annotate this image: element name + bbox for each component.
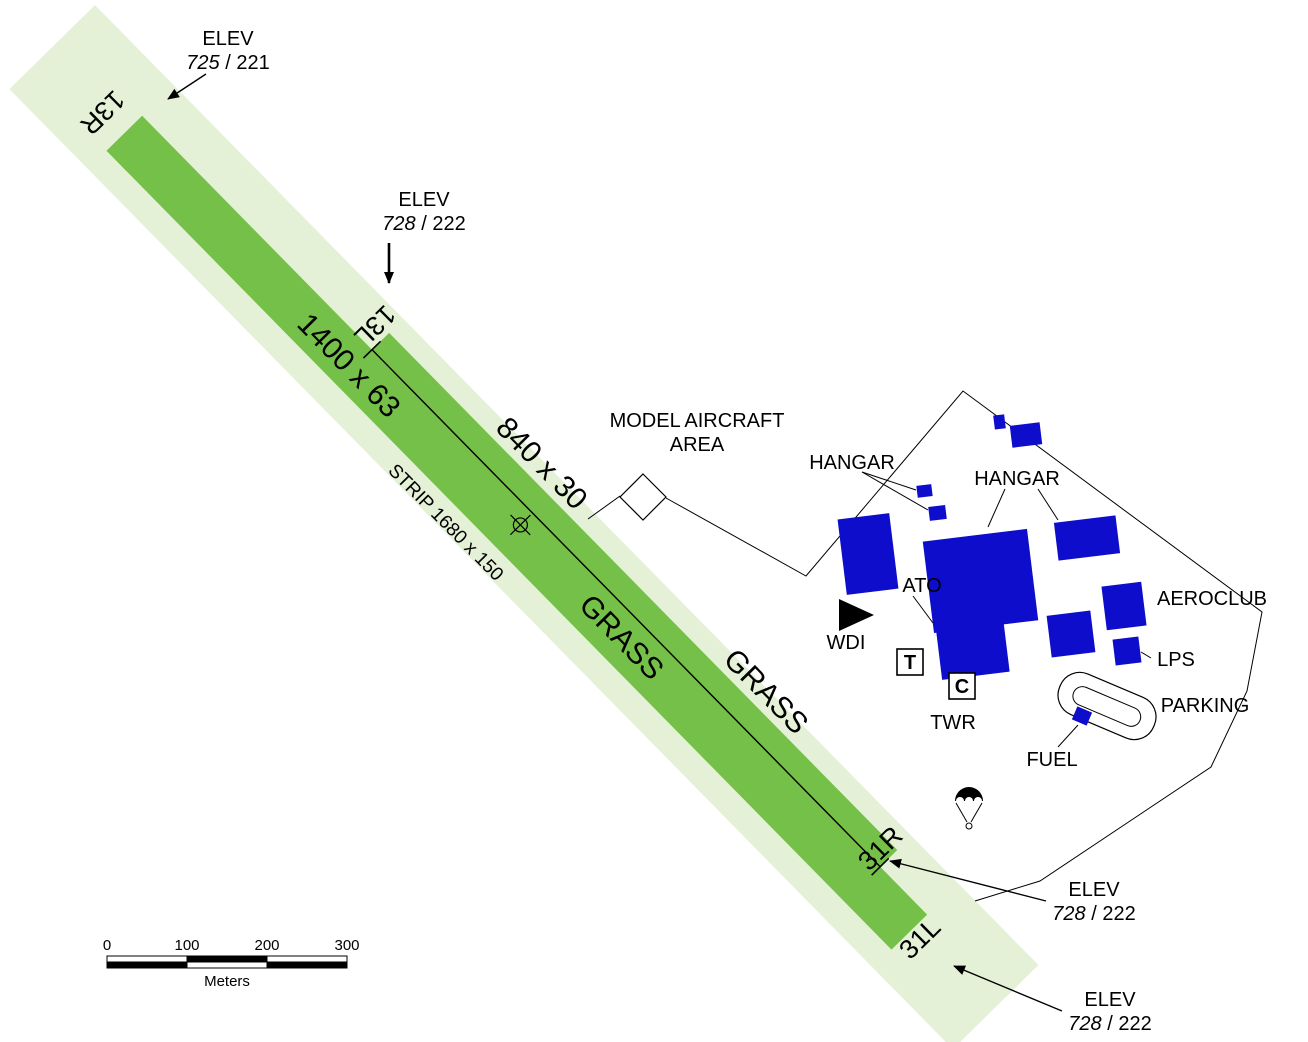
hangar-west-leader-1 [861, 471, 917, 491]
wdi-label: WDI [827, 632, 866, 654]
elev-31r-label: ELEV [1068, 879, 1120, 901]
ato-label: ATO [902, 575, 941, 597]
hangar-west-label: HANGAR [809, 452, 895, 474]
elev-13r-arrow [167, 73, 207, 100]
lps-label: LPS [1157, 649, 1195, 671]
elev-31r-feet: 728 [1052, 903, 1085, 925]
hangar-east-leader-2 [1037, 488, 1059, 521]
scale-tick-300: 300 [334, 937, 359, 954]
hangar-east-label: HANGAR [974, 468, 1060, 490]
elev-13l-feet: 728 [382, 213, 415, 235]
threshold-tick-13l [362, 340, 382, 359]
scale-bar-segment-bottom-right [267, 962, 347, 968]
twr-label: TWR [930, 712, 976, 734]
parking-label: PARKING [1161, 695, 1250, 717]
scale-tick-0: 0 [103, 937, 111, 954]
small-building-a [916, 484, 933, 498]
main-hangar-building-south [934, 608, 1010, 680]
mid-building [1046, 610, 1096, 658]
elev-13r-label: ELEV [202, 28, 254, 50]
scale-bar-segment-top [187, 956, 267, 962]
hangar-east-building [1053, 515, 1121, 561]
threshold-tick-31r [871, 857, 890, 876]
aerodrome-boundary [665, 390, 1263, 902]
elev-31l-arrow [953, 965, 1063, 1012]
elev-13r-meters: 221 [236, 52, 269, 74]
c-box-label: C [955, 676, 969, 698]
main-hangar-building-north [922, 528, 1039, 633]
elev-31l-label: ELEV [1084, 989, 1136, 1011]
buildings-group [837, 414, 1147, 680]
runway-strip-group: 13R 13L 31R 31L 1400 x 63 840 x 30 GRASS… [9, 5, 1039, 1042]
scale-unit-label: Meters [204, 973, 250, 990]
parking-loop [1057, 671, 1157, 741]
elev-31r-value: 728 / 222 [1052, 903, 1135, 925]
elev-31l-feet: 728 [1068, 1013, 1101, 1035]
aeroclub-building [1101, 581, 1147, 631]
elev-31l-sep: / [1102, 1013, 1119, 1035]
hangar-east-leader-1 [987, 488, 1006, 528]
elev-31r-arrow [889, 858, 1047, 902]
runway-13r-31l-area [106, 115, 928, 950]
scale-tick-100: 100 [174, 937, 199, 954]
c-box: C [948, 672, 976, 700]
elevation-callout-13l: ELEV 728 / 222 [382, 189, 466, 284]
runway-13l-31r-edge-line [371, 349, 881, 868]
hangar-west-leader-2 [861, 471, 929, 511]
lps-leader [1140, 651, 1152, 659]
elev-13l-meters: 222 [432, 213, 465, 235]
elev-31l-value: 728 / 222 [1068, 1013, 1151, 1035]
elev-31r-sep: / [1086, 903, 1103, 925]
wdi-icon [839, 599, 874, 631]
elev-31r-meters: 222 [1102, 903, 1135, 925]
small-building-c [993, 414, 1006, 430]
elev-13l-label: ELEV [398, 189, 450, 211]
fuel-label: FUEL [1026, 749, 1077, 771]
boundary-segment-west [587, 495, 621, 520]
small-building-d [1009, 422, 1043, 448]
elevation-callout-31r: ELEV 728 / 222 [889, 858, 1136, 925]
scale-tick-200: 200 [254, 937, 279, 954]
t-box-label: T [904, 652, 916, 674]
elev-13l-value: 728 / 222 [382, 213, 465, 235]
elev-13l-sep: / [416, 213, 433, 235]
elev-13r-sep: / [220, 52, 237, 74]
aeroclub-label: AEROCLUB [1157, 588, 1267, 610]
ato-leader [912, 595, 934, 624]
runway-13l-31r-area [372, 332, 898, 867]
parachute-icon [955, 787, 983, 830]
lps-building [1112, 636, 1142, 666]
small-building-b [928, 504, 947, 521]
scale-bar-segment-bottom-left [107, 962, 187, 968]
t-box: T [896, 648, 924, 676]
model-aircraft-area-marker [619, 473, 667, 521]
elevation-callout-31l: ELEV 728 / 222 [953, 965, 1152, 1035]
hangar-west-building [837, 513, 899, 595]
elevation-callout-13r: ELEV 725 / 221 [167, 28, 270, 100]
scale-bar: 0 100 200 300 Meters [103, 937, 360, 990]
fuel-leader [1057, 724, 1079, 748]
elev-13r-feet: 725 [186, 52, 220, 74]
elev-31l-meters: 222 [1118, 1013, 1151, 1035]
elev-13r-value: 725 / 221 [186, 52, 269, 74]
arp-symbol [509, 514, 531, 536]
fuel-station [1071, 706, 1093, 726]
model-aircraft-area-label-line1: MODEL AIRCRAFT [610, 410, 785, 432]
model-aircraft-area-label-line2: AREA [670, 434, 725, 456]
